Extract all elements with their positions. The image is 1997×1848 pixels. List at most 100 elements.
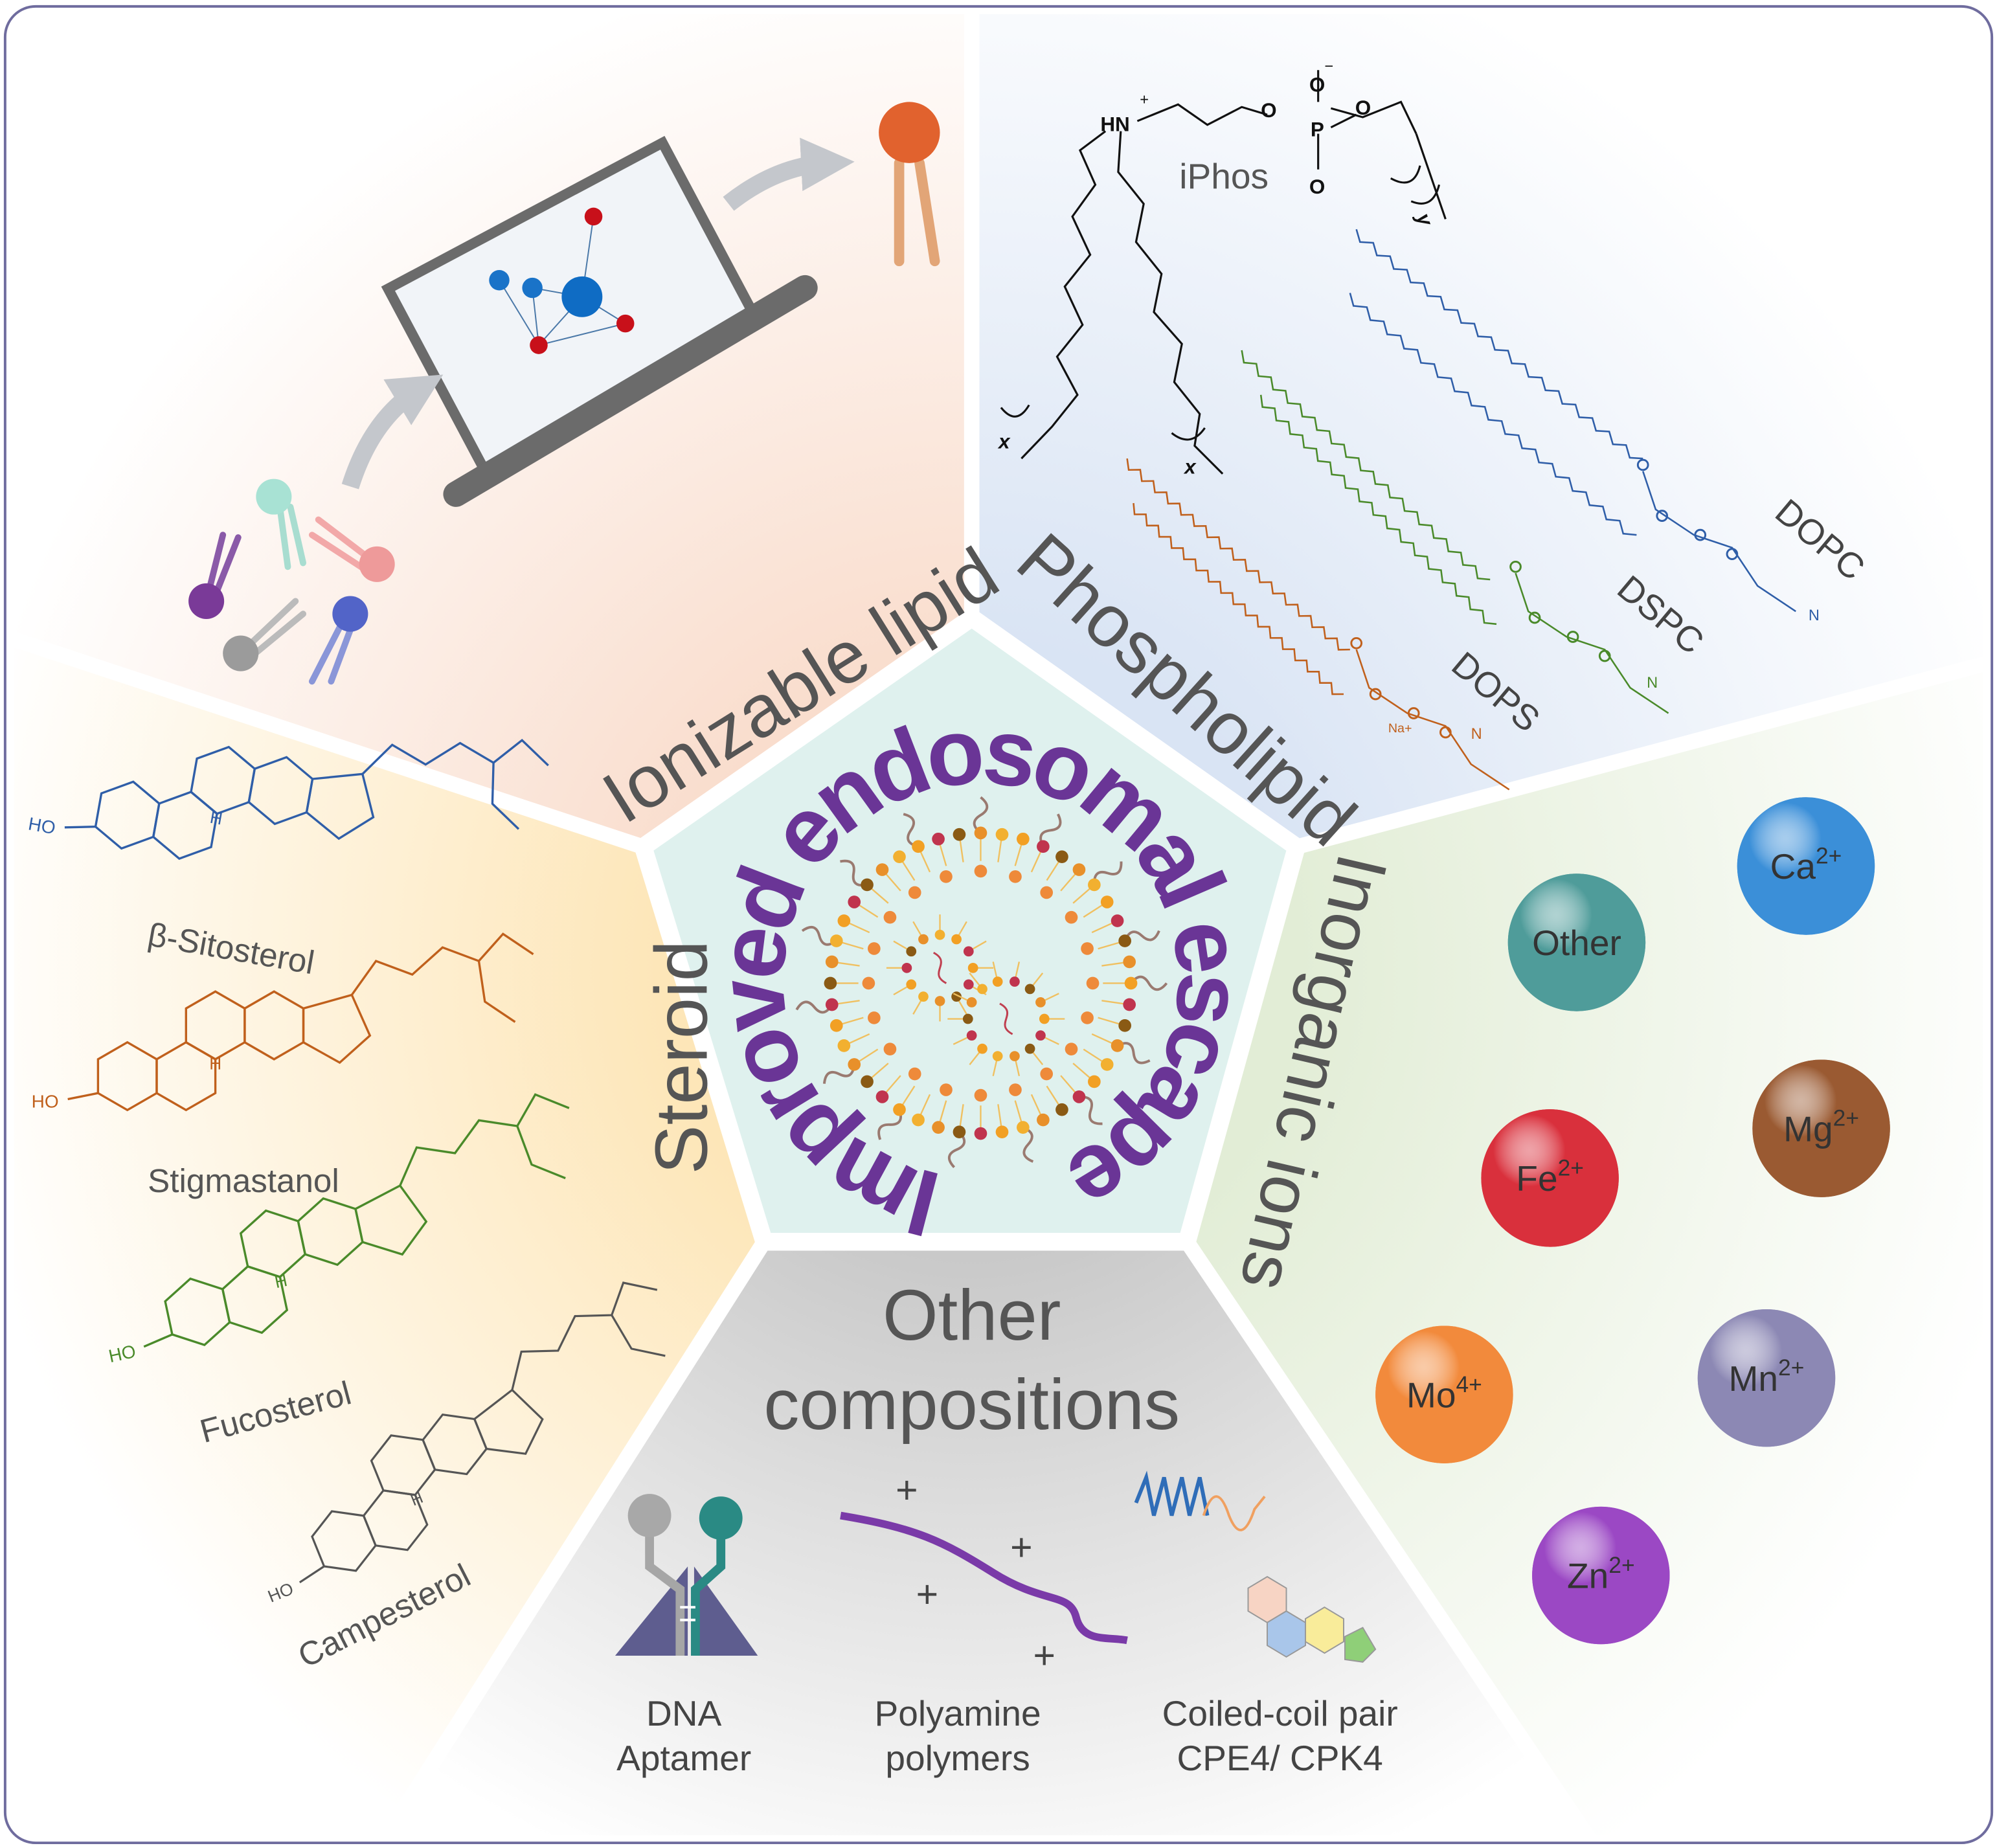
lipid-head bbox=[934, 929, 945, 940]
arrow-to-lipid-icon bbox=[723, 137, 855, 211]
beta-sitosterol-structure: HO H bbox=[27, 738, 549, 861]
peg-chain bbox=[947, 1131, 966, 1169]
polyamine-label: Polyamine bbox=[875, 1693, 1041, 1733]
lipid-head bbox=[906, 979, 917, 990]
mrna-icon bbox=[999, 1002, 1013, 1035]
oxygen-atom bbox=[1509, 560, 1522, 573]
ion-sphere-mn: Mn2+ bbox=[1697, 1309, 1836, 1447]
hydroxyl-label: HO bbox=[27, 813, 57, 838]
lipid-head bbox=[951, 934, 962, 945]
phosphorus-label: P bbox=[1311, 118, 1324, 141]
fatty-acid-chain bbox=[1259, 394, 1497, 625]
lipid-head bbox=[1010, 976, 1020, 987]
coiled-coil-label: Coiled-coil pair bbox=[1162, 1693, 1398, 1733]
lipid-head bbox=[1035, 1030, 1046, 1041]
peg-chain bbox=[1092, 861, 1123, 885]
nitrogen-label: N bbox=[1809, 607, 1820, 624]
ionizable-lipid-head bbox=[883, 910, 897, 924]
aptamer-label: Aptamer bbox=[616, 1738, 751, 1778]
peg-chain bbox=[795, 1000, 833, 1014]
peg-chain bbox=[801, 925, 837, 946]
fatty-acid-chain bbox=[1126, 458, 1350, 651]
ionizable-lipid-head bbox=[1065, 910, 1078, 924]
lipid-head bbox=[934, 996, 945, 1006]
lipid-head bbox=[1118, 934, 1131, 947]
dna-label: DNA bbox=[646, 1693, 722, 1733]
ion-sphere-mg: Mg2+ bbox=[1752, 1059, 1890, 1197]
lipid-head bbox=[932, 1121, 945, 1134]
plus-sign: + bbox=[916, 1573, 938, 1616]
lipid-head bbox=[992, 1051, 1003, 1061]
lipid-head bbox=[974, 826, 987, 840]
lipid-head bbox=[824, 976, 837, 990]
nitrogen-label: N bbox=[1471, 726, 1482, 743]
oxygen-atom bbox=[1528, 611, 1541, 624]
lipid-head bbox=[1123, 998, 1136, 1011]
headgroup bbox=[1515, 572, 1669, 714]
peg-chain bbox=[973, 796, 989, 834]
lipid-head bbox=[1037, 840, 1050, 853]
ionizable-lipid-head bbox=[974, 864, 987, 878]
fatty-acid-chain bbox=[1349, 293, 1637, 536]
lipid-head bbox=[962, 1013, 973, 1024]
lipid-head bbox=[1072, 863, 1086, 876]
lipid-head bbox=[906, 946, 917, 957]
steroid-label: Steroid bbox=[641, 940, 723, 1174]
lipid-head bbox=[1017, 832, 1030, 846]
lipid-head bbox=[995, 1125, 1009, 1139]
ion-label: Ca2+ bbox=[1770, 843, 1842, 887]
arrow-to-laptop-icon bbox=[341, 374, 444, 490]
lipid-head bbox=[893, 1103, 906, 1116]
lipid-head bbox=[875, 1090, 889, 1103]
ion-label: Mo4+ bbox=[1406, 1371, 1482, 1415]
lipid-head bbox=[848, 1058, 861, 1071]
ionizable-lipid-head bbox=[940, 870, 953, 883]
repeat-x-label: x bbox=[1183, 456, 1197, 479]
mrna-icon bbox=[932, 951, 947, 984]
amine-label: HN bbox=[1100, 113, 1129, 136]
ion-sphere-ca: Ca2+ bbox=[1737, 797, 1875, 935]
lipid-head bbox=[918, 991, 929, 1002]
lipid-head bbox=[1100, 1058, 1114, 1071]
center-pentagon bbox=[634, 609, 1306, 1251]
cpe4-cpk4-label: CPE4/ CPK4 bbox=[1177, 1738, 1383, 1778]
plus-charge: + bbox=[1140, 91, 1149, 108]
molecular-network-icon bbox=[489, 207, 635, 354]
lipid-head bbox=[837, 1039, 851, 1052]
lipid-head bbox=[1072, 1090, 1086, 1103]
lipid-head bbox=[1118, 1019, 1131, 1032]
lipid-head bbox=[977, 984, 987, 995]
lipid-head bbox=[1035, 997, 1046, 1008]
oxygen-atom bbox=[1694, 528, 1707, 541]
ionizable-lipid-head bbox=[908, 1067, 921, 1081]
ionizable-lipid-head bbox=[862, 976, 875, 990]
hydrogen-label: H bbox=[209, 807, 224, 829]
peg-chain bbox=[840, 859, 868, 887]
lipid-head bbox=[1055, 850, 1068, 864]
oxygen-atom bbox=[1439, 726, 1452, 739]
ionizable-lipid-head bbox=[1081, 1011, 1094, 1024]
lipid-head bbox=[932, 832, 945, 846]
lipid-head bbox=[966, 997, 977, 1008]
fatty-acid-chain bbox=[1133, 502, 1344, 695]
oxygen-label: O bbox=[1309, 175, 1325, 198]
ionizable-lipid-head bbox=[1065, 1042, 1078, 1056]
lipid-head bbox=[1111, 914, 1124, 927]
lipid-head bbox=[848, 896, 861, 908]
campesterol-structure: HOH bbox=[265, 1281, 666, 1606]
peg-chain bbox=[1079, 1095, 1103, 1125]
ionizable-lipid-head bbox=[1009, 870, 1022, 883]
lipid-head bbox=[1100, 896, 1114, 908]
oxygen-atom bbox=[1369, 688, 1382, 701]
lipid-head bbox=[1039, 1013, 1050, 1024]
hydroxyl-label: HO bbox=[32, 1092, 59, 1112]
iphos-structure bbox=[1000, 70, 1447, 475]
peg-chain bbox=[877, 1109, 903, 1140]
peg-chain bbox=[1022, 1126, 1034, 1163]
lipid-head bbox=[1037, 1113, 1050, 1127]
ion-label: Fe2+ bbox=[1516, 1155, 1584, 1199]
peg-chain bbox=[1116, 1042, 1151, 1065]
peg-chain bbox=[903, 813, 919, 848]
